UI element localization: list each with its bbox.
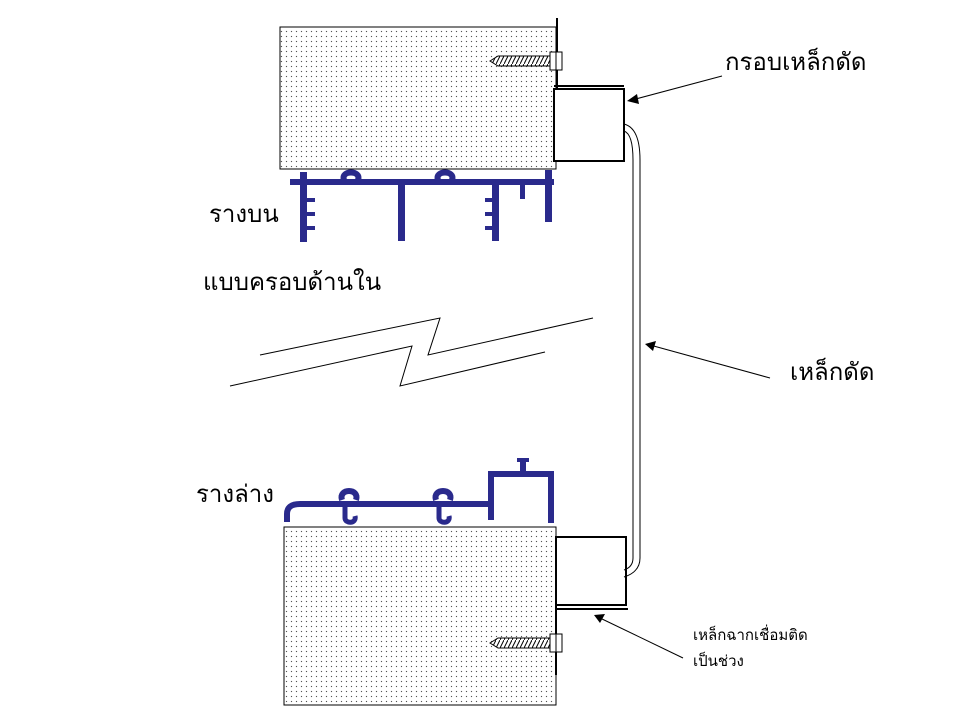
top-rail-profile <box>290 169 554 242</box>
label-angle-steel-line2: เป็นช่วง <box>693 651 744 670</box>
top-steel-frame <box>553 85 625 162</box>
label-inner-frame-type: แบบครอบด้านใน <box>203 268 381 296</box>
label-bottom-rail: รางล่าง <box>196 480 274 508</box>
break-line <box>229 317 594 387</box>
arrow-steel-frame <box>627 75 723 104</box>
bottom-rail-profile <box>284 458 554 525</box>
label-steel-grille: เหล็กดัด <box>790 357 874 386</box>
label-top-rail: รางบน <box>209 200 279 228</box>
label-angle-steel-line1: เหล็กฉากเชื่อมติด <box>693 624 808 644</box>
arrow-steel-grille <box>645 341 771 379</box>
top-screw <box>489 51 563 71</box>
steel-grille-bar <box>623 123 641 578</box>
top-wall <box>279 18 558 170</box>
label-steel-frame: กรอบเหล็กดัด <box>725 47 867 76</box>
arrow-angle-steel <box>594 614 684 659</box>
bottom-steel-frame <box>555 536 628 675</box>
bottom-wall <box>283 526 557 706</box>
bottom-screw <box>489 633 563 653</box>
